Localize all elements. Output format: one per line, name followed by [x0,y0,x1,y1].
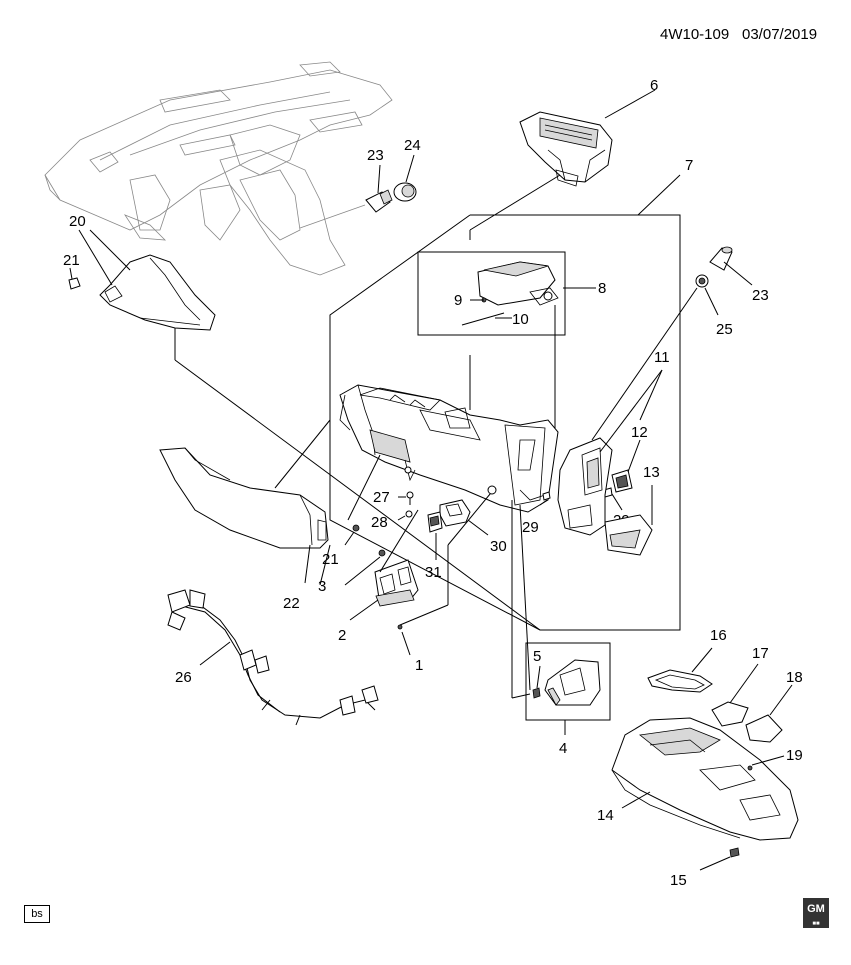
callout-31: 31 [425,564,442,581]
callout-18: 18 [786,669,803,686]
part-31-switch [427,511,443,533]
callout-21-bottom: 21 [322,551,339,568]
callout-4: 4 [559,740,567,757]
callout-2: 2 [338,627,346,644]
bs-label: bs [24,905,50,923]
callout-29-left: 29 [522,519,539,536]
callout-15: 15 [670,872,687,889]
instrument-panel-illustration [44,61,393,276]
part-6-module [519,111,613,187]
diagram-id: 4W10-109 [660,26,729,43]
callout-12: 12 [631,424,648,441]
callout-24: 24 [404,137,421,154]
part-14-console-bin [611,717,799,841]
callout-8: 8 [598,280,606,297]
part-4-bracket [544,659,601,706]
callout-23-top: 23 [367,147,384,164]
callout-17: 17 [752,645,769,662]
part-11-end-trim [557,437,613,536]
callout-6: 6 [650,77,658,94]
part-23-socket-right [709,246,733,271]
part-4-box [525,642,611,721]
gm-logo: GM■■ [803,898,829,928]
callout-21-top: 21 [63,252,80,269]
callout-14: 14 [597,807,614,824]
armrest-kit-box [417,251,566,336]
callout-5: 5 [533,648,541,665]
part-17-mat [711,701,749,727]
part-16-mat [647,669,713,693]
callout-25: 25 [716,321,733,338]
callout-26: 26 [175,669,192,686]
part-22-side-panel [159,447,329,549]
part-20-trim [99,254,216,331]
part-26-wire-harness [167,589,379,726]
callout-23-right: 23 [752,287,769,304]
callout-30: 30 [490,538,507,555]
part-24-cap [393,182,417,202]
callout-10: 10 [512,311,529,328]
part-23-socket-top [365,189,393,213]
callout-7: 7 [685,157,693,174]
diagram-date: 03/07/2019 [742,26,817,43]
part-18-mat [745,714,783,743]
part-25-ring [695,274,709,288]
callout-11: 11 [654,349,670,366]
callout-22: 22 [283,595,300,612]
callout-9: 9 [454,292,462,309]
callout-19: 19 [786,747,803,764]
gm-logo-text: GM [807,903,825,915]
callout-16: 16 [710,627,727,644]
part-8-armrest [477,261,559,306]
callout-20: 20 [69,213,86,230]
console-body [339,384,559,513]
part-12-switch [611,469,633,493]
part-13-tray [604,514,653,556]
callout-13: 13 [643,464,660,481]
part-2-bracket [374,559,419,607]
part-30-bracket [439,499,471,527]
callout-3: 3 [318,578,326,595]
callout-28: 28 [371,514,388,531]
callout-1: 1 [415,657,423,674]
callout-27: 27 [373,489,390,506]
